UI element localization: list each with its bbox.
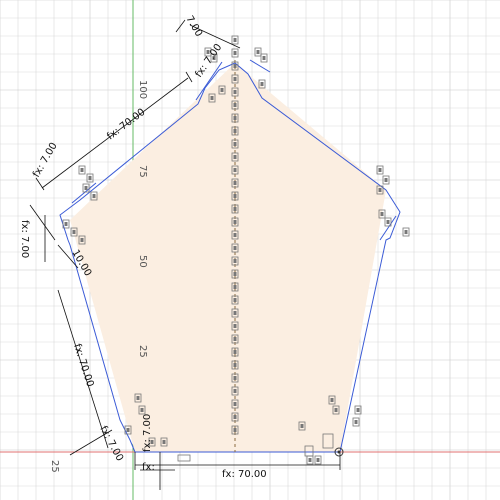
coincident-constraint-icon [231,373,239,383]
coincident-constraint-icon [231,347,239,357]
dim-bottom-small-b: fx: 7.00 [142,414,153,452]
coincident-constraint-icon [210,53,218,63]
coincident-constraint-icon [62,219,70,229]
coincident-constraint-icon [352,417,360,427]
coincident-constraint-icon [378,209,386,219]
coincident-constraint-icon [231,126,239,136]
coincident-constraint-icon [231,230,239,240]
coincident-constraint-icon [231,217,239,227]
coincident-constraint-icon [231,165,239,175]
fixed-constraint-icon [177,433,334,462]
coincident-constraint-icon [376,185,384,195]
coincident-constraint-icon [231,386,239,396]
pentagon-profile[interactable] [70,63,386,452]
coincident-constraint-icon [231,269,239,279]
axis-label-75: 75 [137,165,148,178]
coincident-constraint-icon [90,191,98,201]
coincident-constraint-icon [231,321,239,331]
coincident-constraint-icon [376,165,384,175]
coincident-constraint-icon [231,282,239,292]
axis-label-neg25: 25 [49,460,60,473]
coincident-constraint-icon [86,173,94,183]
coincident-constraint-icon [332,405,340,415]
dimension-lines[interactable] [29,19,341,490]
coincident-constraint-icon [78,235,86,245]
constraint-icon-column [231,35,239,435]
coincident-constraint-icon [208,93,216,103]
coincident-constraint-icon [124,425,132,435]
dim-bottom-small-a: fx: [142,462,155,473]
coincident-constraint-icon [402,227,410,237]
axis-label-100: 100 [137,80,148,99]
coincident-constraint-icon [218,85,226,95]
coincident-constraint-icon [231,61,239,71]
coincident-constraint-icon [231,399,239,409]
coincident-constraint-icon [231,360,239,370]
axis-label-50: 50 [137,255,148,268]
coincident-constraint-icon [231,295,239,305]
axis-labels: 100 75 50 25 25 [49,80,148,473]
coincident-constraint-icon [384,217,392,227]
coincident-constraint-icon [231,256,239,266]
coincident-constraint-icon [231,35,239,45]
coincident-constraint-icon [70,227,78,237]
coincident-constraint-icon [231,243,239,253]
coincident-constraint-icon [160,437,168,447]
coincident-constraint-icon [204,47,212,57]
coincident-constraint-icon [231,178,239,188]
dim-bottom-left-offset: fx: 7.00 [97,424,125,463]
dim-left-lower-side: fx: 70.00 [71,343,95,389]
coincident-constraint-icon [314,455,322,465]
dim-left-upper-offset: fx: 7.00 [31,141,60,180]
coincident-constraint-icon [231,139,239,149]
coincident-constraint-icon [231,334,239,344]
coincident-constraint-icon [148,437,156,447]
axis-label-25: 25 [137,345,148,358]
sketch-lines[interactable] [59,59,401,453]
coincident-constraint-icon [354,405,362,415]
coincident-constraint-icon [254,47,262,57]
coincident-constraint-icon [231,48,239,58]
dim-left-upper-side: fx: 70.00 [105,107,147,143]
coincident-constraint-icon [231,425,239,435]
coincident-constraint-icon [231,204,239,214]
coincident-constraint-icon [306,455,314,465]
coincident-constraint-icon [258,79,266,89]
coincident-constraint-icon [260,53,268,63]
coincident-constraint-icon [382,175,390,185]
coincident-constraint-icon [231,412,239,422]
origin-marker-icon[interactable] [334,447,344,457]
coincident-constraint-icon [138,405,146,415]
coincident-constraint-icon [231,152,239,162]
coincident-constraint-icon [82,183,90,193]
coincident-constraint-icon [231,100,239,110]
coincident-constraint-icon [231,113,239,123]
coincident-constraint-icon [298,421,306,431]
constraint-icons [62,47,410,465]
coincident-constraint-icon [231,74,239,84]
coincident-constraint-icon [78,165,86,175]
coincident-constraint-icon [231,308,239,318]
coincident-constraint-icon [328,395,336,405]
coincident-constraint-icon [231,191,239,201]
coincident-constraint-icon [231,87,239,97]
coincident-constraint-icon [134,393,142,403]
dim-bottom-side: fx: 70.00 [222,469,267,480]
dim-left-mid-offset: fx: 7.00 [19,220,30,258]
